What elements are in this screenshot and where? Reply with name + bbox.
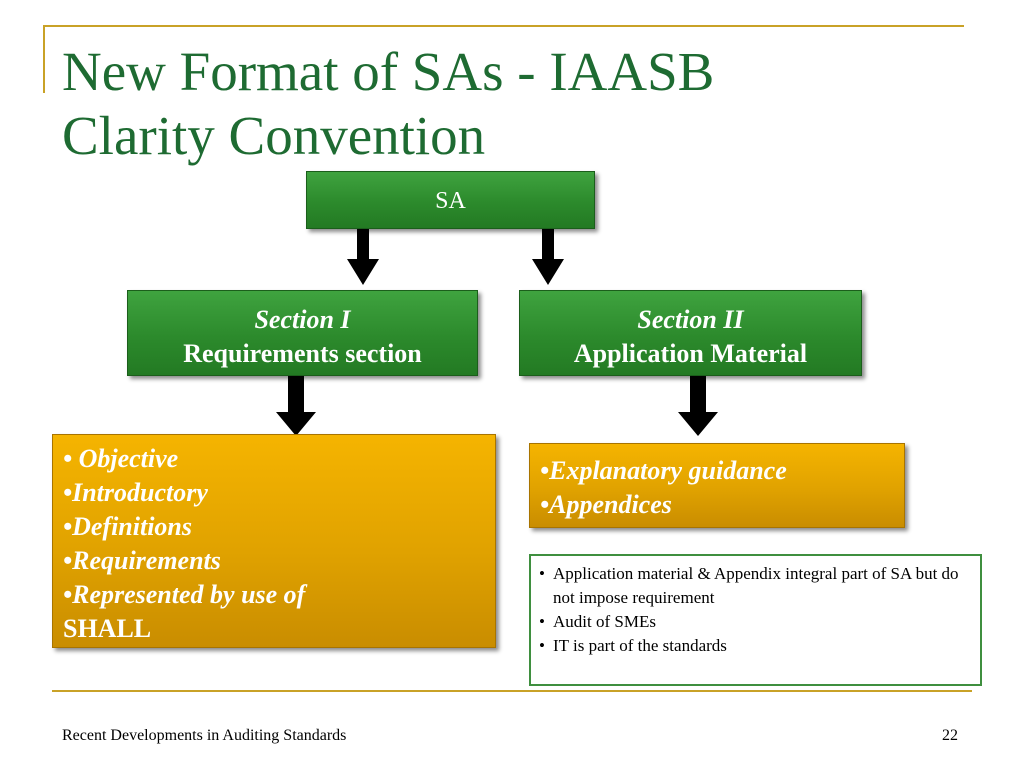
sa-box: SA bbox=[306, 171, 595, 229]
note-text: IT is part of the standards bbox=[553, 636, 727, 655]
bullet-icon: • bbox=[539, 564, 545, 583]
arrow-down-icon bbox=[678, 376, 718, 436]
list-item: •Requirements bbox=[63, 546, 221, 575]
list-item: • IT is part of the standards bbox=[539, 634, 972, 658]
list-item: • Application material & Appendix integr… bbox=[539, 562, 972, 610]
section-1-box: Section I Requirements section bbox=[127, 290, 478, 376]
footer-rule bbox=[52, 690, 972, 692]
list-item-tail: SHALL bbox=[63, 614, 152, 643]
bullet-icon: • bbox=[539, 636, 545, 655]
slide-title-line-1: New Format of SAs - IAASB bbox=[62, 41, 715, 102]
footer-text: Recent Developments in Auditing Standard… bbox=[62, 727, 347, 744]
slide-title-line-2: Clarity Convention bbox=[62, 105, 486, 166]
section-2-title: Section II bbox=[637, 305, 744, 334]
notes-box: • Application material & Appendix integr… bbox=[529, 554, 982, 686]
list-item: •Definitions bbox=[63, 512, 193, 541]
note-text: Audit of SMEs bbox=[553, 612, 656, 631]
sa-box-label: SA bbox=[435, 188, 466, 214]
frame-left-rule bbox=[43, 25, 45, 93]
list-item: • Audit of SMEs bbox=[539, 610, 972, 634]
arrow-down-icon bbox=[532, 229, 564, 285]
list-item: •Introductory bbox=[63, 478, 208, 507]
bullet-icon: • bbox=[539, 612, 545, 631]
list-item: •Appendices bbox=[540, 490, 672, 519]
arrow-down-icon bbox=[347, 229, 379, 285]
section-1-title: Section I bbox=[254, 305, 351, 334]
frame-top-rule bbox=[43, 25, 964, 27]
note-text: Application material & Appendix integral… bbox=[553, 564, 959, 607]
list-item: • Objective bbox=[63, 444, 179, 473]
page-number: 22 bbox=[942, 727, 958, 744]
section-2-box: Section II Application Material bbox=[519, 290, 862, 376]
list-item: •Explanatory guidance bbox=[540, 456, 787, 485]
requirements-box: • Objective •Introductory •Definitions •… bbox=[52, 434, 496, 648]
arrow-down-icon bbox=[276, 376, 316, 436]
slide-title: New Format of SAs - IAASB Clarity Conven… bbox=[62, 40, 962, 168]
section-2-subtitle: Application Material bbox=[573, 339, 808, 368]
list-item: •Represented by use of bbox=[63, 580, 306, 609]
section-1-subtitle: Requirements section bbox=[183, 339, 422, 368]
application-box: •Explanatory guidance •Appendices bbox=[529, 443, 905, 528]
